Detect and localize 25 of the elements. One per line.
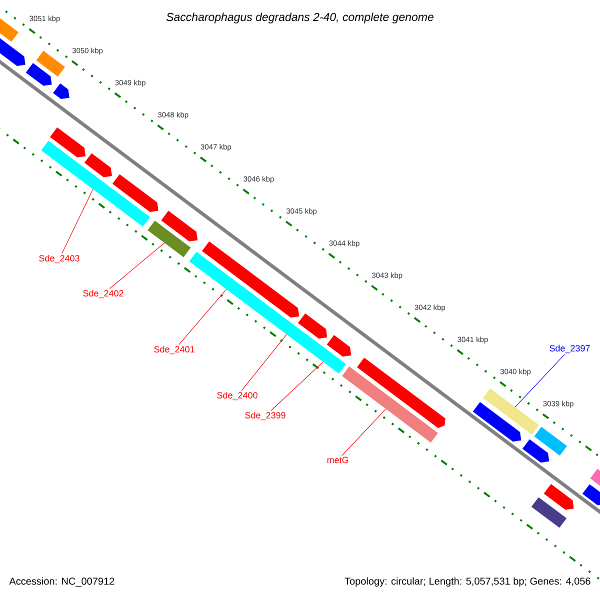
footer-text: Topology: circular; Length: 5,057,531 bp; Genes: 4,056 — [344, 577, 590, 587]
gene-bar — [483, 388, 539, 435]
leader-line — [241, 334, 287, 391]
gene-bar — [189, 252, 272, 318]
gene-bar — [41, 140, 150, 227]
gene-label: Sde_2400 — [217, 392, 258, 400]
gene-label: metG — [327, 456, 348, 464]
gene-bar — [148, 220, 191, 258]
leader-line — [109, 242, 165, 289]
footer-text: Accession: NC_007912 — [9, 577, 114, 587]
title: Saccharophagus degradans 2-40, complete genome — [166, 12, 434, 24]
gene-bar — [264, 308, 316, 352]
gene-bar — [309, 342, 346, 374]
leader-line — [342, 408, 386, 456]
gene-label: Sde_2397 — [550, 344, 590, 354]
leader-line — [270, 362, 324, 411]
leader-line — [514, 354, 565, 408]
leader-line — [62, 188, 94, 254]
gene-label: Sde_2401 — [154, 346, 194, 354]
gene-bar — [357, 358, 446, 428]
gene-bar — [342, 366, 438, 443]
gene-label: Sde_2399 — [245, 412, 286, 420]
gene-label: Sde_2402 — [83, 290, 124, 298]
gene-label: Sde_2403 — [39, 254, 80, 264]
leader-line — [178, 289, 227, 345]
